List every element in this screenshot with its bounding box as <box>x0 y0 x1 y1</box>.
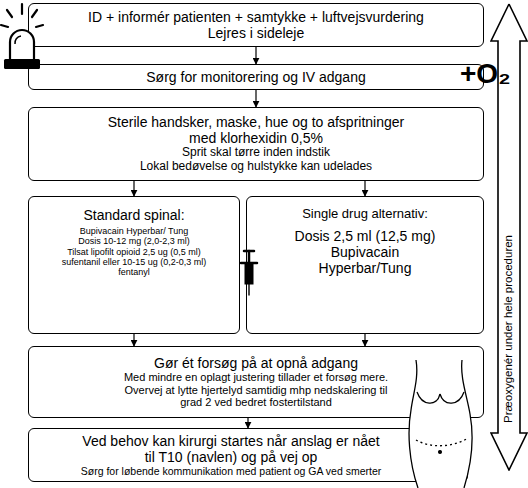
box-text: Sørg for løbende kommunikation med patie… <box>81 465 382 477</box>
box-heading: Sterile handsker, maske, hue og to afspr… <box>106 114 406 146</box>
flow-arrow <box>255 90 256 107</box>
box-heading: ID + informér patienten + samtykke + luf… <box>88 9 424 25</box>
box-text: Bupivacain Hyperbar/ Tung <box>80 226 189 236</box>
process-box: Single drug alternativ: Dosis 2,5 ml (12,… <box>246 196 484 334</box>
process-box: Standard spinal: Bupivacain Hyperbar/ Tun… <box>28 196 240 334</box>
box-text: Tilsat lipofilt opioid 2,5 ug (0,5 ml) s… <box>52 247 217 278</box>
box-heading: Ved behov kan kirurgi startes når anslag… <box>81 433 381 465</box>
box-text: Overvej at lytte hjertelyd samtidig mhp … <box>114 384 399 409</box>
oxygen-label: +O₂ <box>460 58 511 90</box>
process-box: Sørg for monitorering og IV adgang <box>28 64 484 90</box>
box-text: Dosis 2,5 ml (12,5 mg) <box>295 228 436 244</box>
box-heading: Standard spinal: <box>83 207 184 223</box>
box-text: Lokal bedøvelse og hulstykke kan udelade… <box>140 160 372 174</box>
flow-arrow <box>364 181 365 196</box>
process-box: Ved behov kan kirurgi startes når anslag… <box>28 428 468 482</box>
flow-arrow <box>247 418 248 428</box>
box-heading: Single drug alternativ: <box>302 207 428 222</box>
flow-arrow <box>364 334 365 346</box>
process-box: Sterile handsker, maske, hue og to afspr… <box>28 107 484 181</box>
flow-arrow <box>133 181 134 196</box>
flow-arrow <box>255 47 256 64</box>
box-text: Med mindre en oplagt justering tillader … <box>124 371 388 384</box>
vertical-note: Præoxygenér under hele proceduren <box>502 235 515 423</box>
box-text: Lejres i sideleje <box>208 25 305 41</box>
box-text: Bupivacain Hyperbar/Tung <box>315 244 415 276</box>
process-box: Gør ét forsøg på at opnå adgangMed mindr… <box>28 346 484 418</box>
box-text: Sprit skal tørre inden indstik <box>182 146 330 160</box>
box-heading: Gør ét forsøg på at opnå adgang <box>154 355 358 371</box>
box-text: Dosis 10-12 mg (2,0-2,3 ml) <box>78 236 190 246</box>
flow-arrow <box>133 334 134 346</box>
process-box: ID + informér patienten + samtykke + luf… <box>28 3 484 47</box>
arrow-text-holder: Præoxygenér under hele proceduren <box>490 49 528 423</box>
box-heading: Sørg for monitorering og IV adgang <box>146 69 365 85</box>
